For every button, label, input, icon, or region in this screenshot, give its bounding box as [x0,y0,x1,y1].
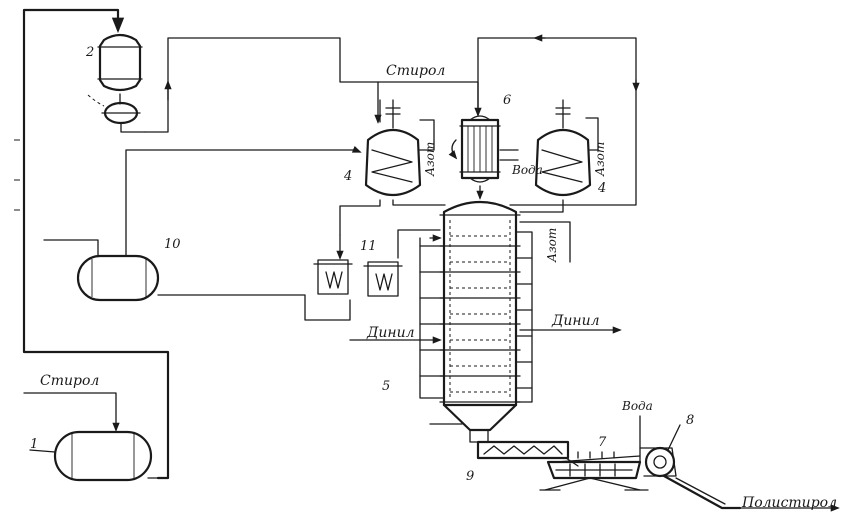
prepolymerizer-4-right [534,99,592,197]
storage-tank-1 [53,430,153,482]
label-11: 11 [360,239,377,254]
label-7: 7 [598,435,607,450]
dinil-out-label: Динил [552,313,600,329]
styrene-bottom-label: Стирол [40,373,100,389]
condenser-6 [459,115,501,183]
water-drum-label: Вода [622,399,653,413]
top-return-line [477,37,637,206]
nitrogen-column-label: Азот [545,227,559,262]
nitrogen-right-label: Азот [593,141,607,176]
product-chute [662,474,742,510]
collector-10 [76,254,160,302]
styrene-top-label: Стирол [386,63,446,79]
dinil-in-label: Динил [367,325,415,341]
label-1: 1 [30,437,39,452]
label-10: 10 [164,237,181,252]
water-cooler-label: Вода [512,163,543,177]
styrene-feed-line [23,392,120,432]
label-2: 2 [86,45,95,60]
cooling-drum-7 [539,415,649,491]
polystyrene-label: Полистирол [742,495,838,511]
label-5: 5 [382,379,391,394]
screw-conveyor-9 [469,429,579,467]
left-feed-line [22,8,170,480]
polymerization-column-5 [439,201,521,432]
label-9: 9 [466,469,475,484]
nitrogen-left-label: Азот [423,141,437,176]
crusher-8 [639,424,681,478]
label-4-left: 4 [344,169,353,184]
collector-return-line [157,294,351,321]
heater-11-pair [313,229,441,297]
label-6: 6 [503,93,512,108]
label-4-right: 4 [598,181,607,196]
measuring-vessel-2 [97,33,146,133]
label-8: 8 [686,413,695,428]
collector-vent-line [125,145,362,257]
prepolymerizer-4-left [364,99,422,197]
